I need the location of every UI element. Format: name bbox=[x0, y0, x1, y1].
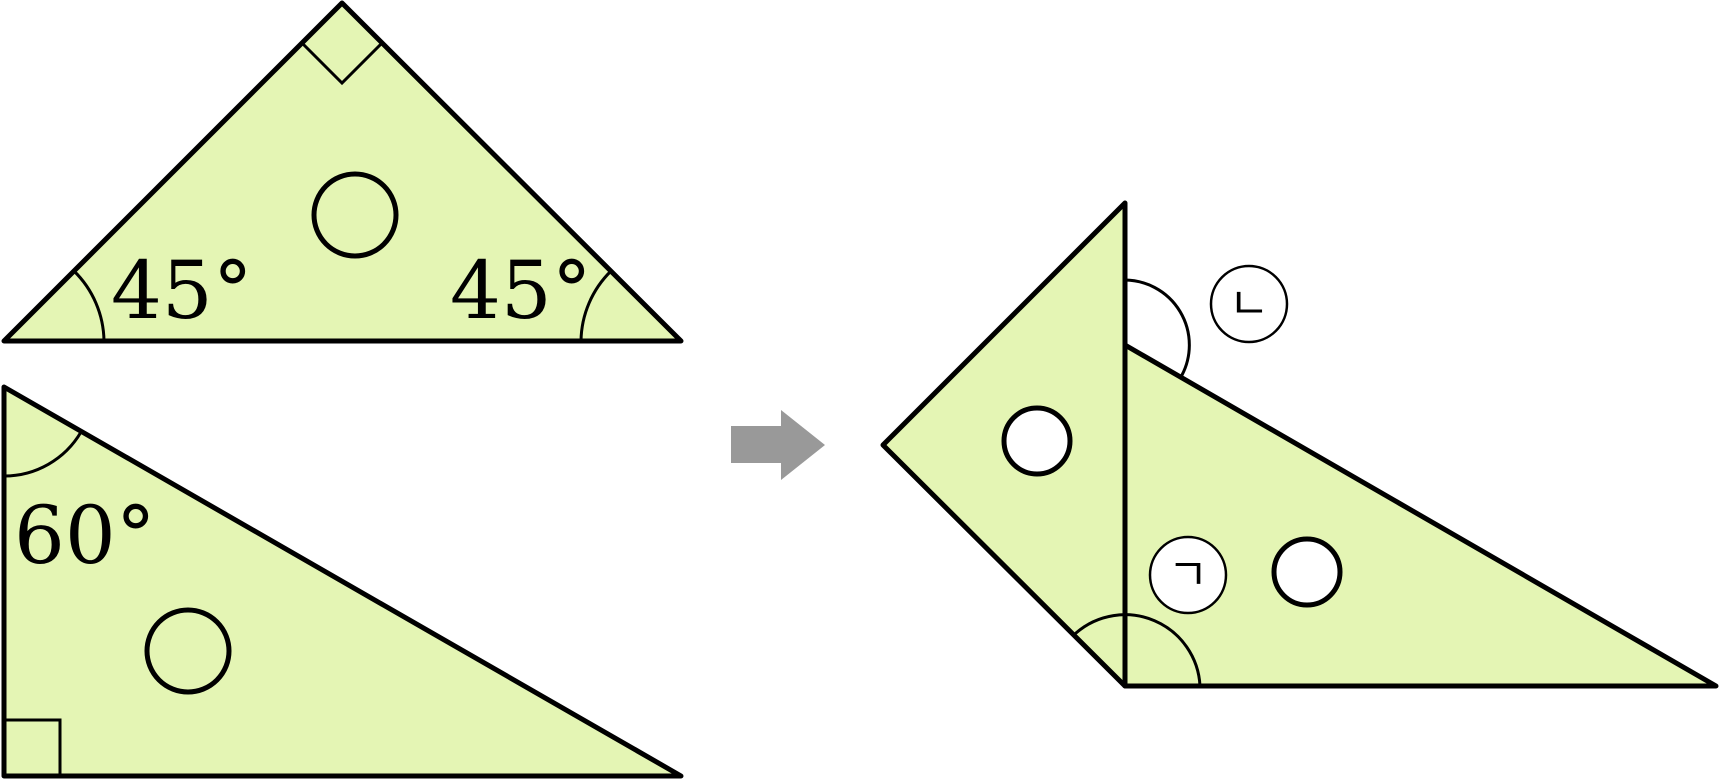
bottom-triangle-top-angle-label: 60° bbox=[14, 489, 156, 582]
angle-a-marker: ㄱ bbox=[1148, 535, 1228, 615]
top-triangle-right-angle-arc bbox=[579, 269, 613, 343]
bottom-triangle: 60° bbox=[1, 384, 684, 779]
combined-figure: ㄱ ㄴ bbox=[880, 200, 1719, 689]
angle-b-label: ㄴ bbox=[1229, 279, 1269, 330]
bottom-triangle-circle-marker bbox=[144, 607, 232, 695]
combined-left-circle-marker bbox=[1001, 405, 1073, 477]
top-triangle-left-angle-label: 45° bbox=[111, 244, 253, 337]
combined-right-circle-marker bbox=[1271, 536, 1343, 608]
angle-b-arc bbox=[1123, 278, 1191, 377]
top-triangle-left-angle-arc bbox=[72, 269, 106, 343]
bottom-triangle-top-angle-arc bbox=[2, 430, 83, 478]
angle-a-label: ㄱ bbox=[1168, 550, 1208, 601]
angle-a-arc bbox=[1074, 613, 1202, 688]
combined-right-triangle bbox=[1122, 342, 1719, 689]
angle-b-marker-circle bbox=[1209, 264, 1289, 344]
top-triangle-right-angle-label: 45° bbox=[450, 244, 592, 337]
right-arrow-icon bbox=[731, 410, 825, 480]
top-triangle: 45° 45° bbox=[1, 0, 684, 344]
bottom-triangle-shape bbox=[1, 384, 684, 779]
angle-b-marker: ㄴ bbox=[1209, 264, 1289, 344]
top-triangle-right-angle-mark bbox=[300, 41, 384, 86]
bottom-triangle-right-angle-mark bbox=[2, 718, 62, 778]
top-triangle-shape bbox=[1, 0, 684, 344]
top-triangle-circle-marker bbox=[311, 171, 399, 259]
angle-a-marker-circle bbox=[1148, 535, 1228, 615]
